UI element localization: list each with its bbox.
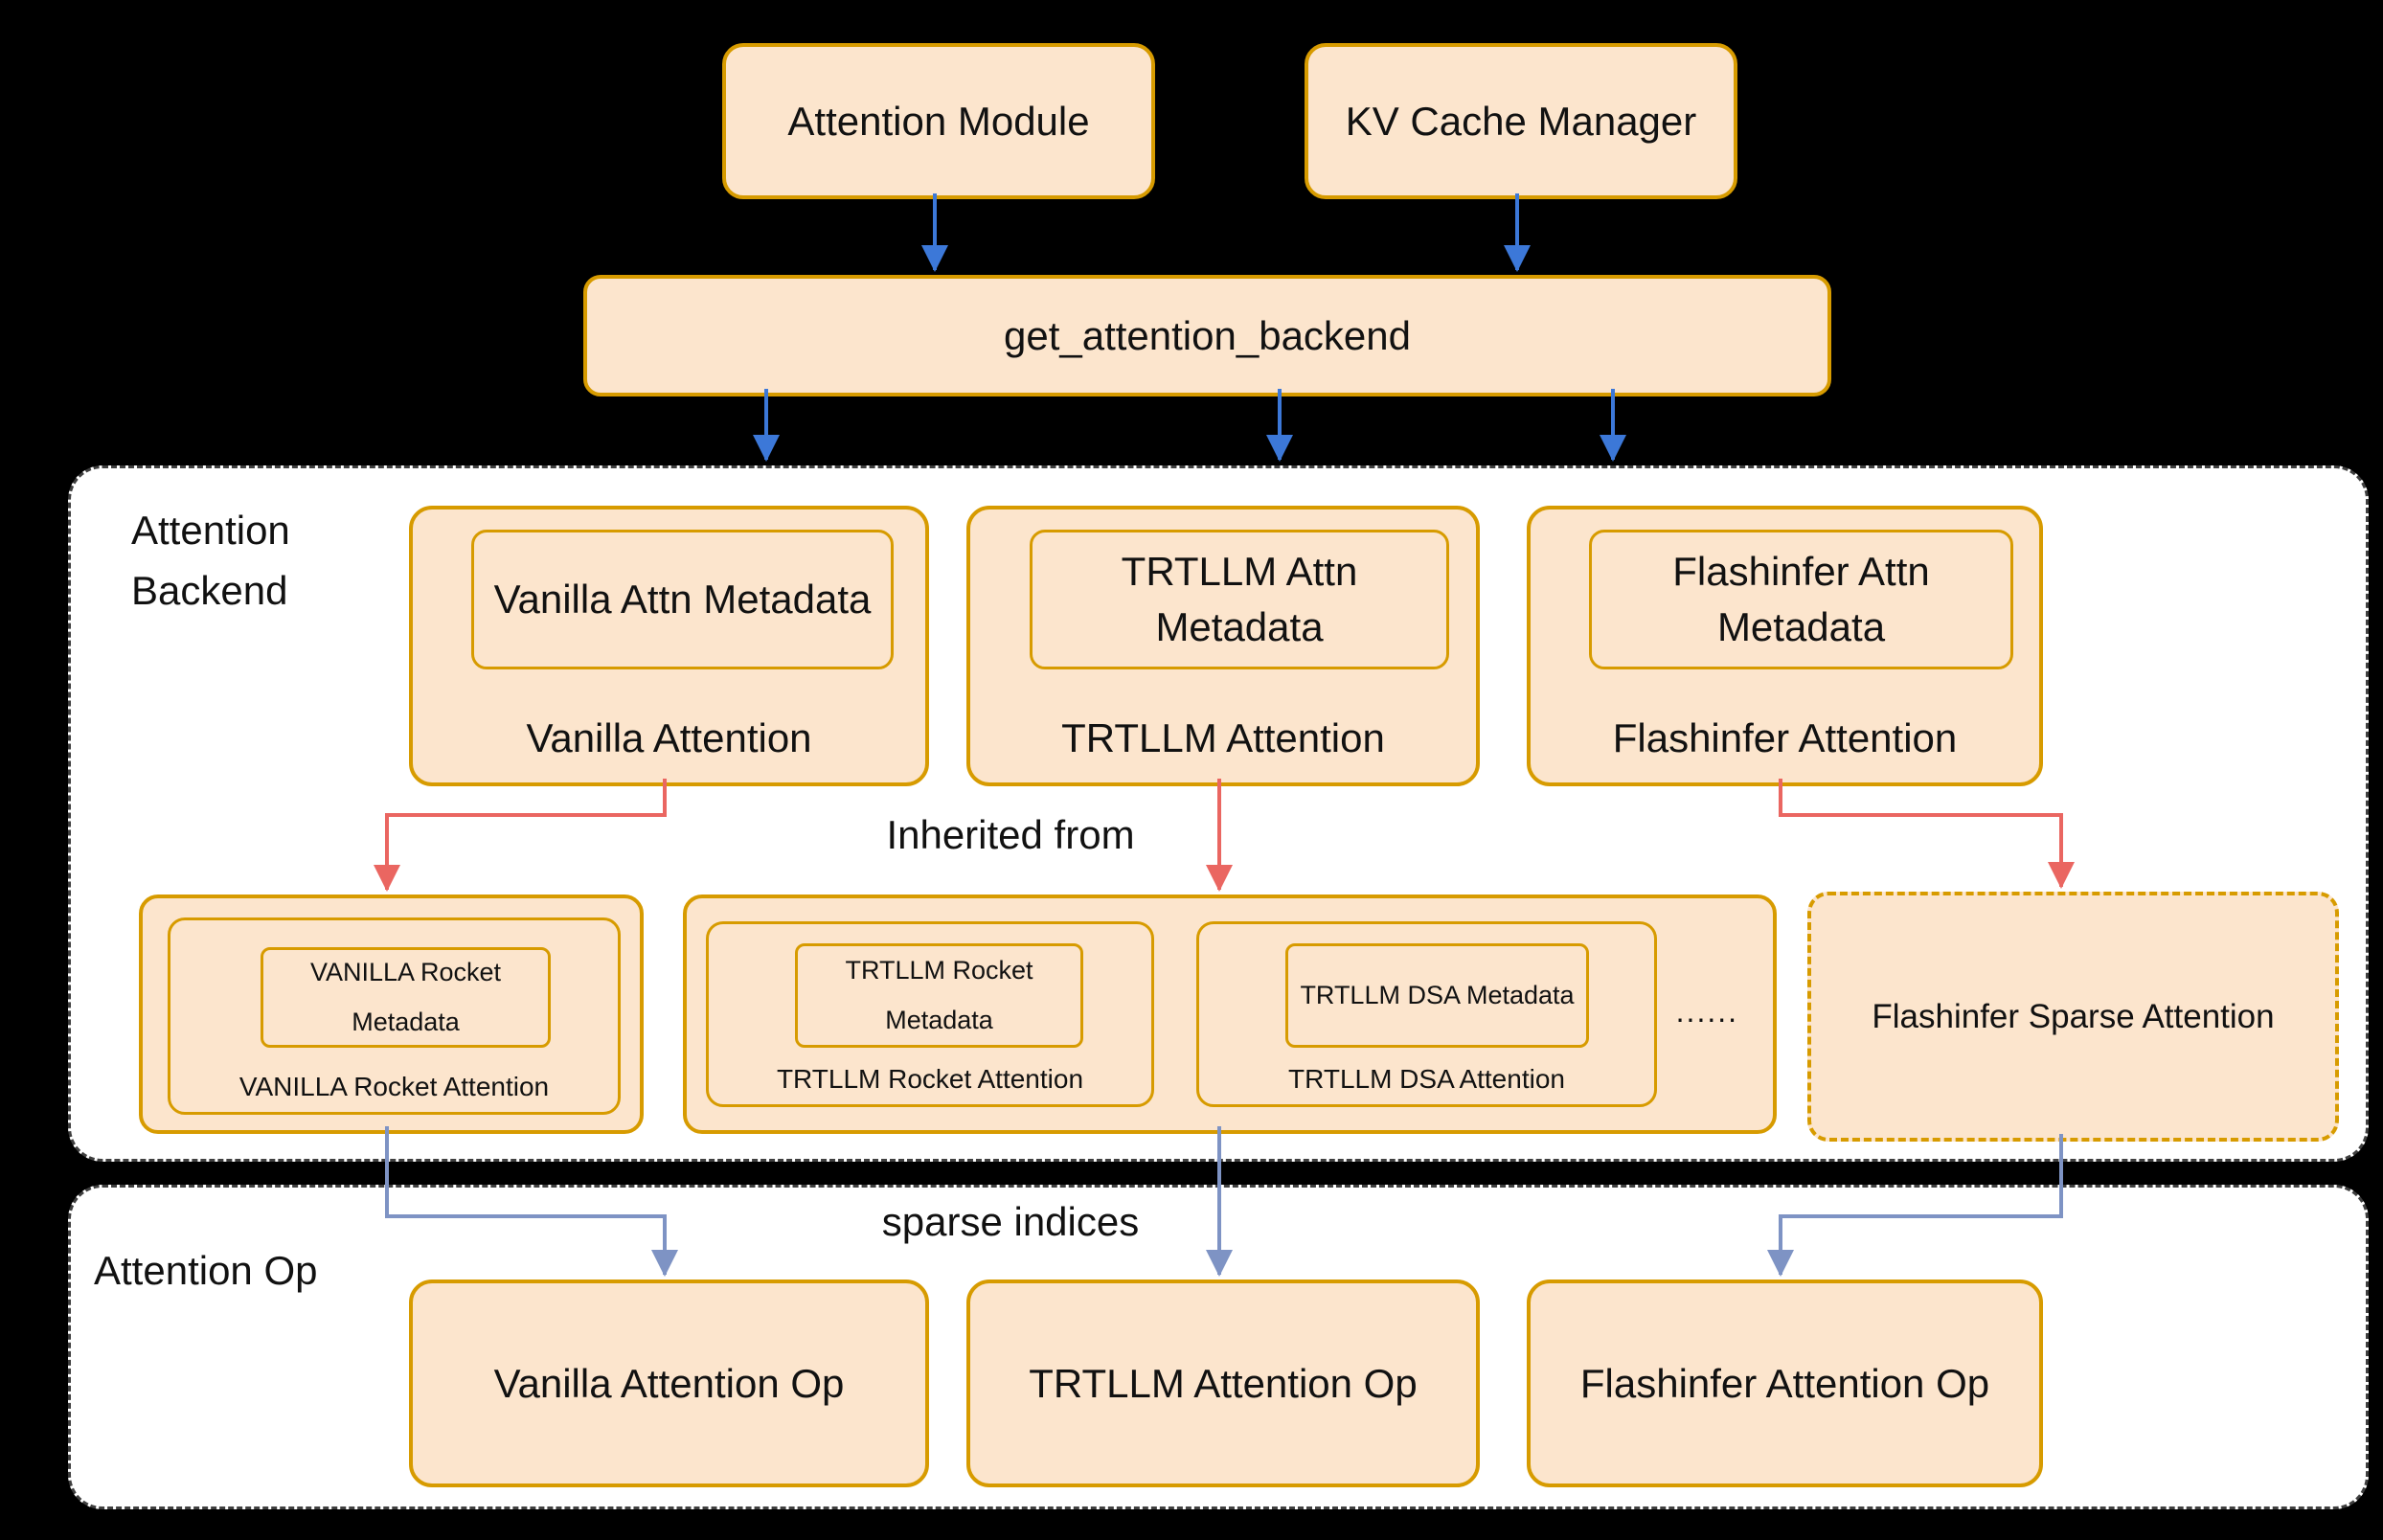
node-attention-module: Attention Module <box>722 43 1155 199</box>
node-vanilla-attention-op: Vanilla Attention Op <box>409 1280 929 1487</box>
trtllm-attention-label: TRTLLM Attention <box>1061 715 1385 760</box>
node-flashinfer-sparse-attention: Flashinfer Sparse Attention <box>1807 892 2339 1142</box>
node-vanilla-rocket-attention: VANILLA Rocket Metadata VANILLA Rocket A… <box>168 917 621 1115</box>
flashinfer-attention-label: Flashinfer Attention <box>1612 715 1958 760</box>
node-flashinfer-attention-op: Flashinfer Attention Op <box>1527 1280 2043 1487</box>
trtllm-rocket-attention-label: TRTLLM Rocket Attention <box>776 1064 1084 1094</box>
node-trtllm-dsa-attention: TRTLLM DSA Metadata TRTLLM DSA Attention <box>1196 921 1657 1107</box>
inherited-from-label: Inherited from <box>886 812 1135 857</box>
node-trtllm-rocket-metadata: TRTLLM Rocket Metadata <box>795 943 1083 1048</box>
node-vanilla-rocket-group: VANILLA Rocket Metadata VANILLA Rocket A… <box>139 895 644 1134</box>
vanilla-attention-label: Vanilla Attention <box>526 715 812 760</box>
node-kv-cache-manager: KV Cache Manager <box>1305 43 1737 199</box>
node-trtllm-attention: TRTLLM Attn Metadata TRTLLM Attention <box>966 506 1480 786</box>
trtllm-dsa-attention-label: TRTLLM DSA Attention <box>1288 1064 1565 1094</box>
node-trtllm-rocket-attention: TRTLLM Rocket Metadata TRTLLM Rocket Att… <box>706 921 1154 1107</box>
vanilla-rocket-attention-label: VANILLA Rocket Attention <box>238 1072 550 1101</box>
node-trtllm-attn-metadata: TRTLLM Attn Metadata <box>1030 530 1449 669</box>
panel-attention-backend-title: Attention Backend <box>131 508 290 613</box>
node-trtllm-attention-op: TRTLLM Attention Op <box>966 1280 1480 1487</box>
node-vanilla-attention: Vanilla Attn Metadata Vanilla Attention <box>409 506 929 786</box>
panel-attention-op-title: Attention Op <box>94 1248 318 1293</box>
sparse-indices-label: sparse indices <box>881 1199 1140 1244</box>
ellipsis-more-backends: ...... <box>1675 994 1738 1029</box>
node-trtllm-dsa-metadata: TRTLLM DSA Metadata <box>1285 943 1589 1048</box>
node-flashinfer-attn-metadata: Flashinfer Attn Metadata <box>1589 530 2013 669</box>
node-flashinfer-attention: Flashinfer Attn Metadata Flashinfer Atte… <box>1527 506 2043 786</box>
node-trtllm-subclass-group: TRTLLM Rocket Metadata TRTLLM Rocket Att… <box>683 895 1777 1134</box>
node-vanilla-attn-metadata: Vanilla Attn Metadata <box>471 530 894 669</box>
node-vanilla-rocket-metadata: VANILLA Rocket Metadata <box>261 947 551 1048</box>
node-get-attention-backend: get_attention_backend <box>583 275 1831 396</box>
